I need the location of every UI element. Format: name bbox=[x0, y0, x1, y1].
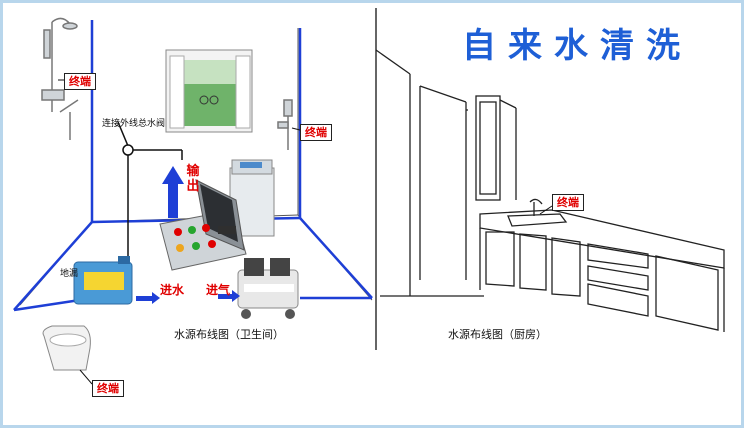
water-in-arrow bbox=[136, 292, 160, 304]
output-up-arrow bbox=[162, 166, 184, 218]
main-valve-label: 连接外线总水阀 bbox=[102, 119, 166, 129]
window-icon bbox=[165, 49, 253, 133]
kitchen-window-icon bbox=[475, 95, 517, 201]
kitchen-room-outline bbox=[375, 49, 484, 297]
kitchen-caption: 水源布线图（厨房） bbox=[448, 328, 547, 341]
bathroom-tag-leaders bbox=[58, 79, 301, 385]
page-title: 自来水清洗 bbox=[462, 26, 692, 66]
output-label: 输出 bbox=[186, 164, 200, 194]
diagram-frame bbox=[0, 0, 744, 428]
bathroom-black-lines bbox=[117, 121, 183, 262]
water-in-label: 进水 bbox=[160, 283, 185, 297]
wall-tap-terminal-tag: 终端 bbox=[300, 124, 332, 141]
air-compressor-icon bbox=[237, 258, 299, 319]
cleaning-machine-icon bbox=[159, 179, 247, 271]
floor-drain-label: 地漏 bbox=[60, 269, 79, 279]
washing-machine-icon bbox=[229, 159, 275, 237]
kitchen-terminal-tag: 终端 bbox=[552, 194, 584, 211]
shower-icon bbox=[41, 17, 79, 140]
air-in-arrow bbox=[218, 290, 240, 302]
kitchen-sink-icon bbox=[507, 198, 568, 227]
shower-terminal-tag: 终端 bbox=[64, 73, 96, 90]
toilet-terminal-tag: 终端 bbox=[92, 380, 124, 397]
toilet-icon bbox=[42, 325, 91, 371]
detergent-bottle-icon bbox=[73, 256, 133, 305]
air-in-label: 进气 bbox=[206, 283, 231, 297]
kitchen-tag-leader bbox=[539, 205, 553, 215]
main-valve-icon bbox=[122, 144, 134, 156]
bathroom-caption: 水源布线图（卫生间） bbox=[174, 328, 284, 341]
kitchen-counter-icon bbox=[479, 209, 725, 332]
wall-tap-icon bbox=[277, 99, 293, 150]
